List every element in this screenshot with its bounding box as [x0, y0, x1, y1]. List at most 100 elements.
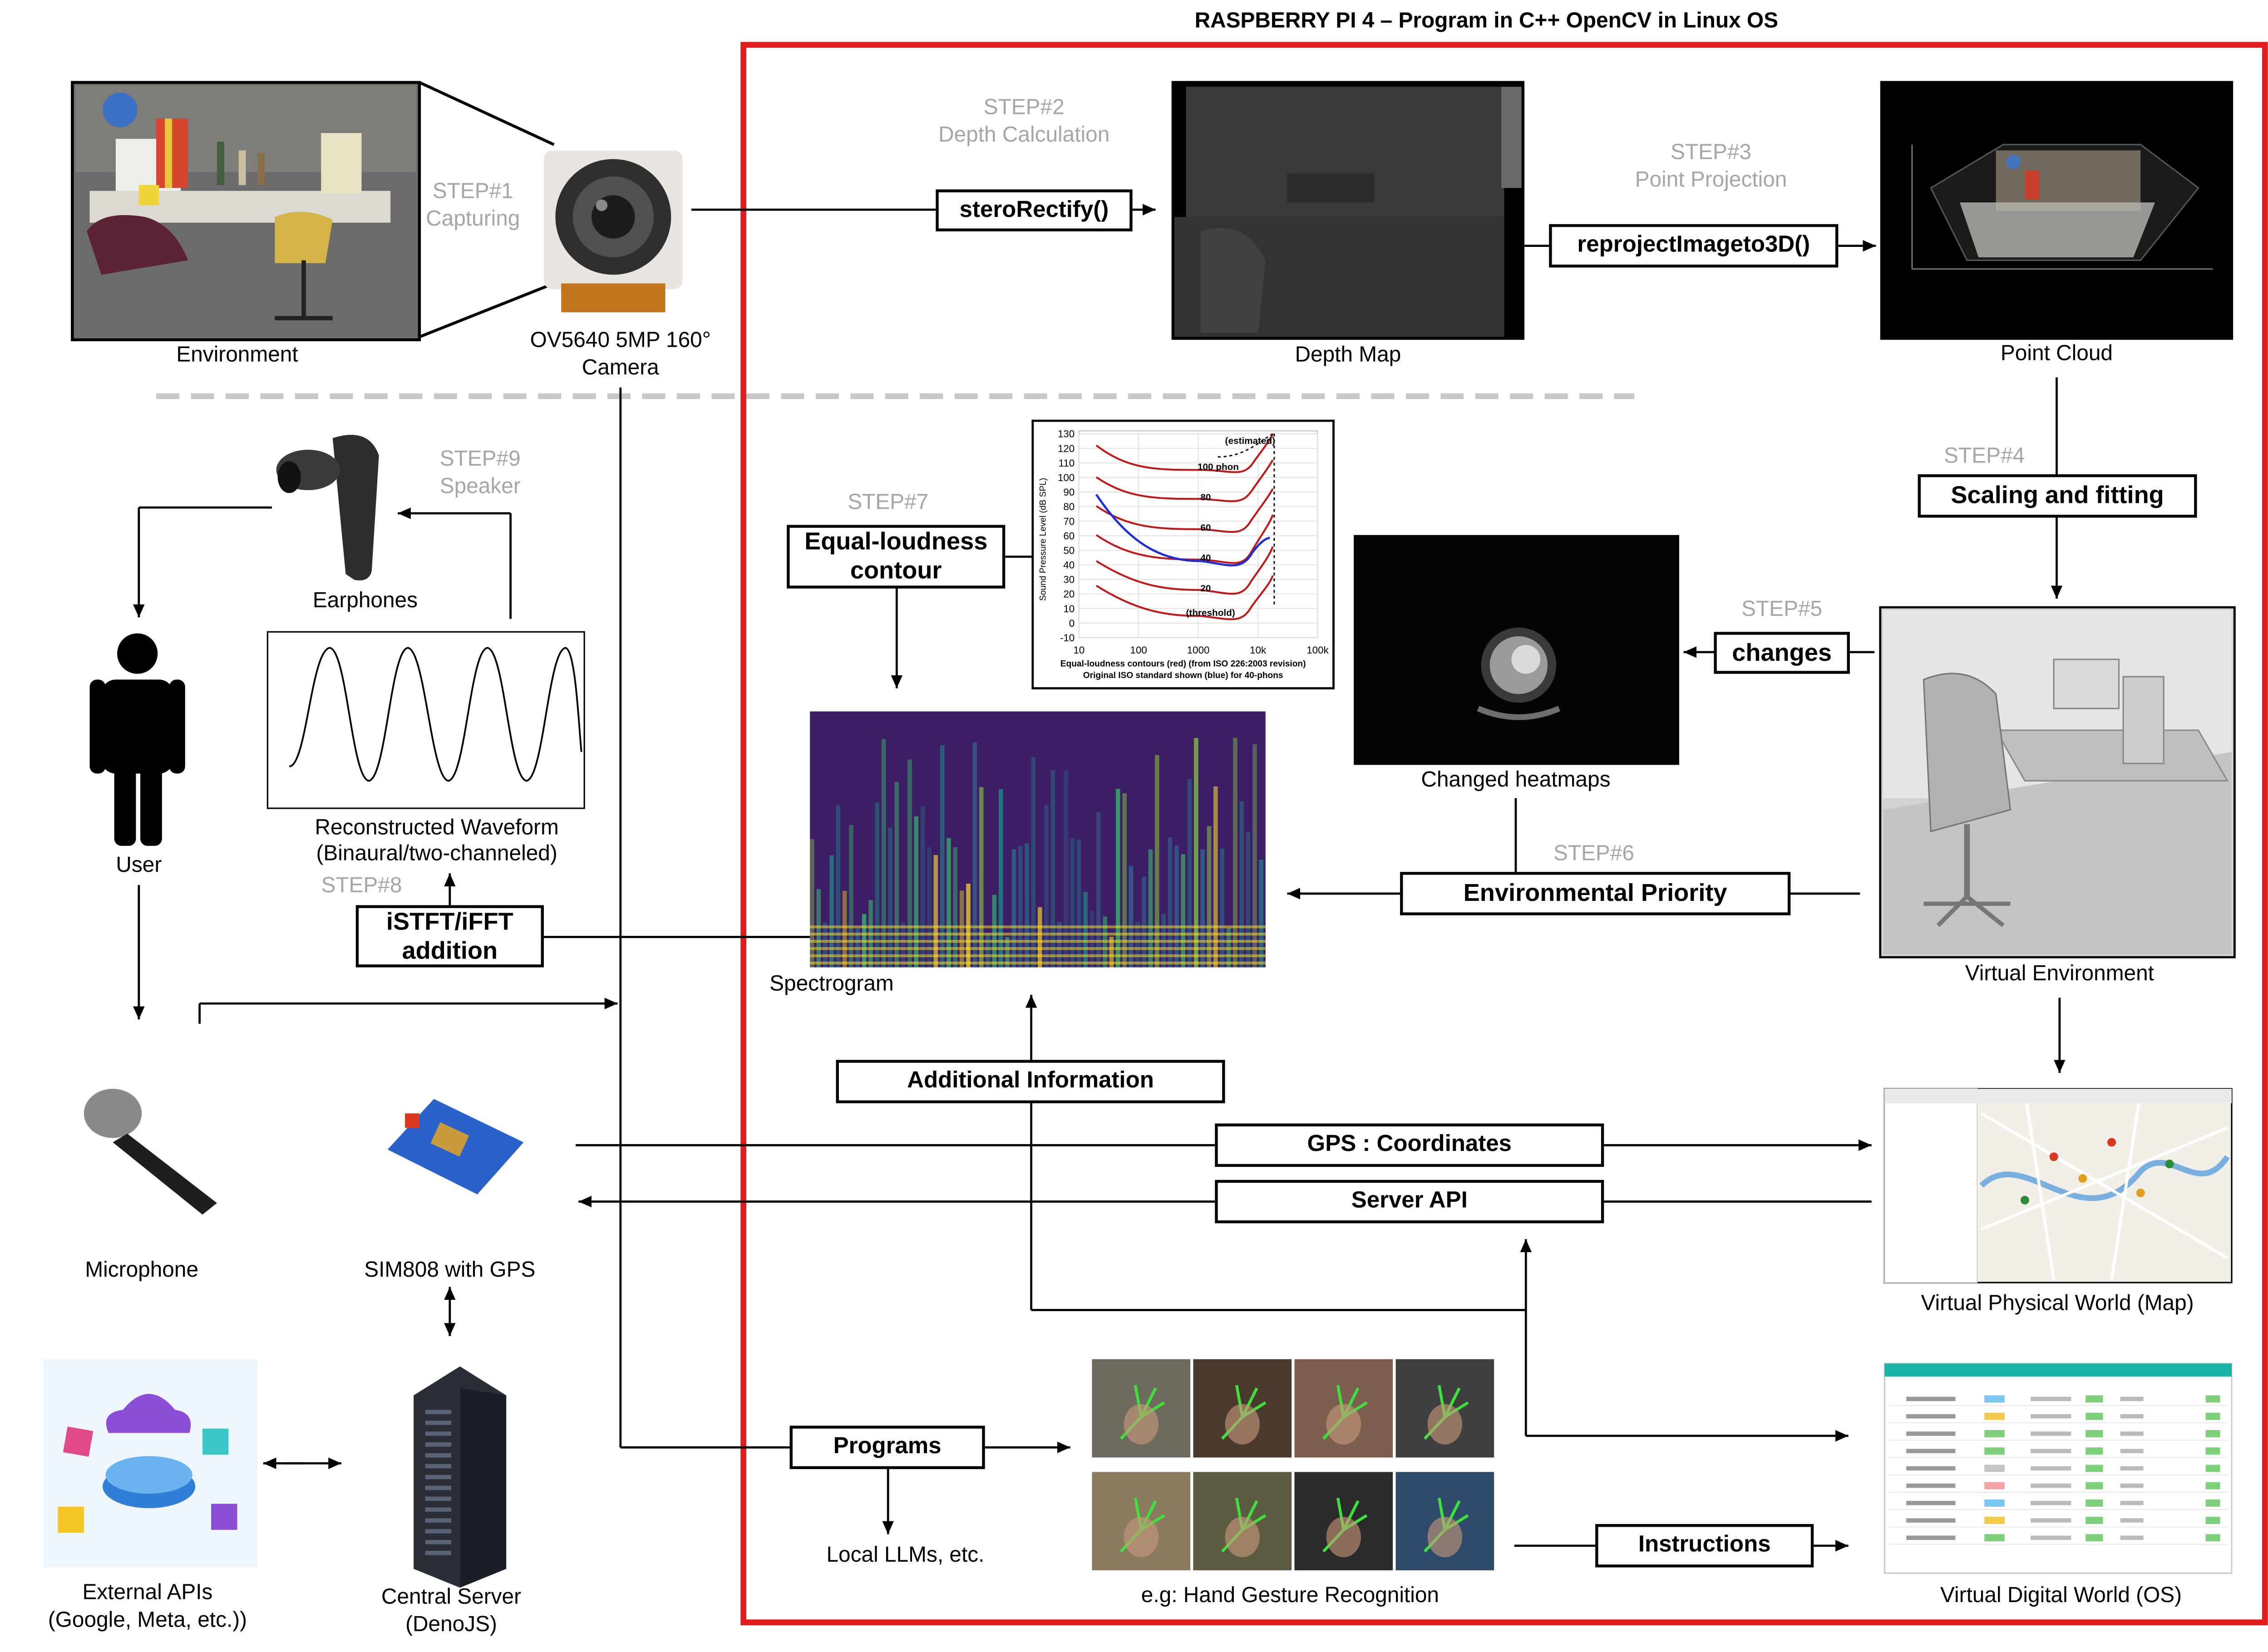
loudness-xtick: 10k [1250, 644, 1267, 656]
sim808-label: SIM808 with GPS [364, 1258, 536, 1283]
hand-shape [1427, 1517, 1463, 1558]
os-row-tag [2205, 1395, 2220, 1403]
spectrogram-band [979, 787, 984, 968]
spectrogram-band [888, 827, 892, 968]
server-slot [425, 1518, 452, 1523]
raspberry-pi-frame [740, 42, 2268, 1626]
camera-label: OV5640 5MP 160° [530, 328, 711, 353]
os-row-text [2031, 1501, 2071, 1505]
spectrogram-band [1031, 757, 1036, 968]
os-row-tag [1984, 1395, 2005, 1403]
spectrogram-band [836, 805, 841, 968]
os-row-tag [2205, 1499, 2220, 1507]
os-row-text [2120, 1501, 2144, 1505]
spectrogram-band [875, 802, 880, 968]
virtual-environment-image [1879, 606, 2236, 959]
step-5-label: STEP#5 [1741, 597, 1823, 622]
os-row-tag [2086, 1534, 2103, 1542]
spectrogram-band [1174, 846, 1179, 968]
os-row-tag [1984, 1517, 2005, 1524]
os-row-text [1906, 1501, 1956, 1505]
os-row-text [2120, 1414, 2144, 1419]
loudness-xtick: 10 [1073, 644, 1085, 656]
spectrogram-harmonic [810, 932, 1266, 936]
spectrogram-band [1090, 910, 1095, 968]
hand-shape [1427, 1404, 1463, 1445]
loudness-ytick: 120 [1058, 443, 1075, 454]
spectrogram-band [972, 742, 977, 968]
hand-shape [1326, 1517, 1361, 1558]
hand-gesture-label: e.g: Hand Gesture Recognition [1141, 1583, 1440, 1608]
spectrogram-band [881, 739, 886, 968]
os-row-text [1906, 1396, 1956, 1401]
os-row-text [2120, 1518, 2144, 1523]
os-row-text [2031, 1466, 2071, 1471]
scaling-fitting-box: Scaling and fitting [1918, 474, 2197, 518]
spectrogram-label: Spectrogram [769, 971, 894, 997]
os-row-tag [2086, 1412, 2103, 1420]
waveform-line [289, 647, 582, 782]
step-9-label: STEP#9 [439, 447, 521, 472]
spectrogram-harmonic [810, 961, 1266, 965]
server-slot [425, 1464, 452, 1469]
step-1-caption: Capturing [426, 206, 520, 231]
spectrogram-band [1115, 789, 1120, 968]
depth-map-image [1171, 81, 1525, 340]
spectrogram-band [1142, 877, 1146, 968]
spectrogram-band [894, 782, 899, 968]
central-server-label: Central Server [381, 1584, 522, 1610]
step-7-label: STEP#7 [848, 490, 929, 515]
spectrogram-image [810, 711, 1266, 968]
spectrogram-band [953, 847, 958, 968]
os-row-tag [2086, 1395, 2103, 1403]
equal-loudness-box: Equal-loudness contour [787, 525, 1006, 589]
os-row-text [2120, 1535, 2144, 1540]
os-row-tag [1984, 1465, 2005, 1472]
step-8-label: STEP#8 [321, 873, 402, 898]
curve-label-estimated: (estimated) [1225, 437, 1276, 447]
hand-shape [1225, 1404, 1260, 1445]
curve-label-threshold: (threshold) [1186, 609, 1235, 619]
os-label: Virtual Digital World (OS) [1940, 1583, 2182, 1608]
spectrogram-band [914, 816, 919, 968]
user-figure [89, 633, 185, 846]
spectrogram-band [959, 890, 964, 968]
spectrogram-band [1005, 937, 1010, 968]
curve-label-60: 60 [1200, 523, 1211, 534]
virtual-environment-label: Virtual Environment [1965, 961, 2154, 986]
spectrogram-band [907, 759, 912, 968]
spectrogram-harmonic [810, 947, 1266, 950]
os-row-tag [2086, 1482, 2103, 1490]
map-image [1883, 1088, 2233, 1283]
spectrogram-band [1207, 826, 1212, 968]
loudness-ytick: 60 [1063, 530, 1075, 541]
curve-label-20: 20 [1200, 584, 1211, 595]
loudness-ytick: 10 [1063, 603, 1075, 615]
spectrogram-band [1129, 865, 1134, 968]
os-row-text [2031, 1396, 2071, 1401]
programs-box: Programs [789, 1426, 985, 1469]
spectrogram-band [1076, 839, 1081, 968]
spectrogram-band [901, 922, 906, 968]
spectrogram-band [1064, 770, 1068, 968]
os-row-text [1906, 1535, 1956, 1540]
spectrogram-band [1057, 922, 1062, 968]
os-row-tag [1984, 1482, 2005, 1490]
os-row-text [1906, 1414, 1956, 1419]
spectrogram-band [1246, 831, 1251, 968]
loudness-xtick: 100 [1130, 644, 1147, 656]
os-row-tag [2205, 1482, 2220, 1490]
spectrogram-band [1083, 891, 1088, 968]
depth-map-label: Depth Map [1295, 343, 1401, 368]
step-4-label: STEP#4 [1944, 444, 2025, 469]
earphones-label: Earphones [312, 588, 418, 613]
curve-label-100: 100 phon [1198, 462, 1239, 473]
hand-shape [1326, 1404, 1361, 1445]
spectrogram-band [842, 890, 847, 968]
environment-label: Environment [176, 343, 298, 368]
os-row-tag [2205, 1430, 2220, 1437]
spectrogram-band [1122, 793, 1127, 968]
heatmap-label: Changed heatmaps [1421, 767, 1611, 792]
